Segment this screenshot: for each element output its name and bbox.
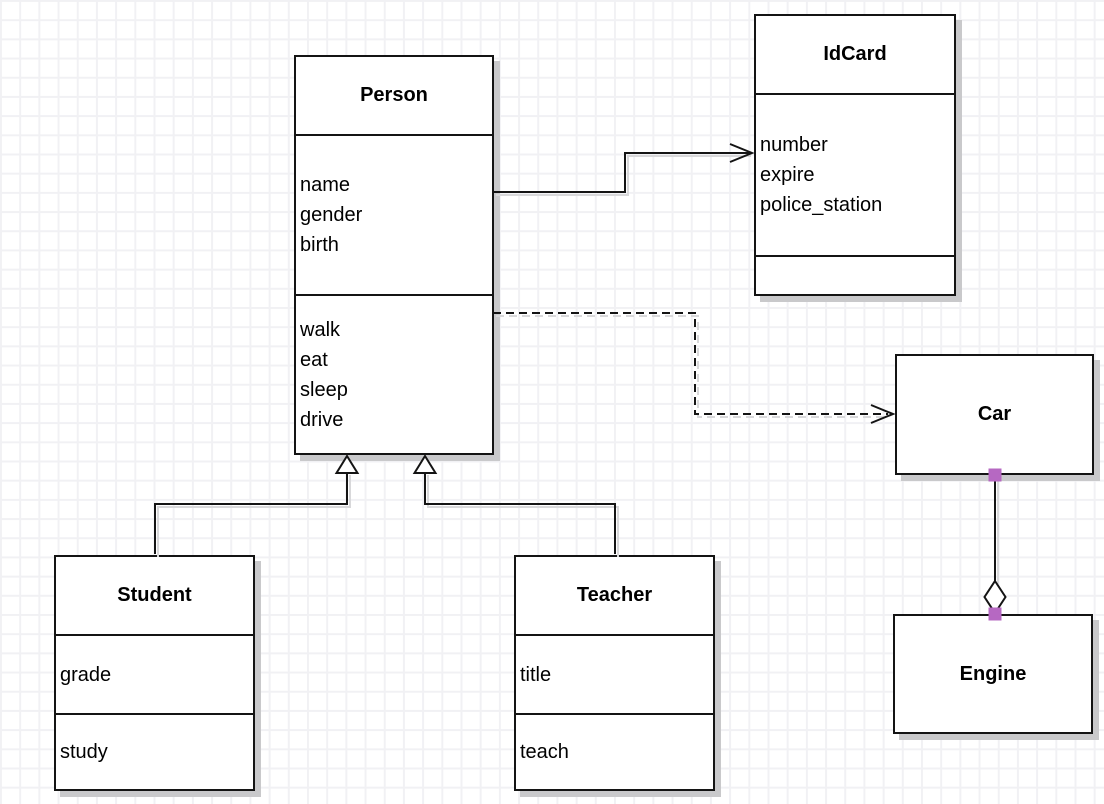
- hollow-diamond: [983, 579, 1007, 615]
- attributes-section: name gender birth: [296, 134, 492, 294]
- aggregation-car-engine[interactable]: [983, 468, 1007, 621]
- attribute-name: grade: [60, 663, 112, 686]
- open-arrowhead: [729, 143, 755, 163]
- methods-section: study: [56, 713, 253, 789]
- class-box-car[interactable]: Car: [895, 354, 1094, 475]
- method-name: teach: [520, 741, 569, 763]
- class-title: Engine: [959, 662, 1027, 685]
- attribute-name: police_station: [760, 194, 883, 216]
- method-name: eat: [300, 348, 328, 371]
- generalization-student-person[interactable]: [154, 454, 360, 554]
- hollow-triangle-arrowhead: [412, 454, 438, 474]
- class-title: IdCard: [823, 43, 887, 65]
- class-title: Car: [977, 403, 1012, 425]
- attribute-name: expire: [760, 164, 815, 186]
- class-box-engine[interactable]: Engine: [893, 614, 1093, 734]
- association-person-idcard[interactable]: [493, 143, 755, 193]
- class-title: Person: [360, 84, 428, 106]
- open-arrowhead: [870, 404, 896, 424]
- method-name: drive: [300, 408, 344, 431]
- class-box-idcard[interactable]: IdCard number expire police_station: [754, 14, 956, 296]
- methods-section: walk eat sleep drive: [296, 294, 492, 453]
- attribute-name: number: [760, 134, 828, 156]
- method-name: sleep: [300, 378, 348, 401]
- class-box-person[interactable]: Person name gender birth walk eat sleep …: [294, 55, 494, 455]
- attribute-name: birth: [300, 234, 339, 256]
- dependency-person-car[interactable]: [493, 312, 896, 424]
- attribute-name: name: [300, 174, 351, 196]
- attributes-section: title: [516, 634, 713, 713]
- method-name: walk: [300, 318, 341, 341]
- attribute-name: gender: [300, 204, 363, 226]
- attribute-name: title: [520, 663, 552, 686]
- methods-section: teach: [516, 713, 713, 789]
- class-box-teacher[interactable]: Teacher title teach: [514, 555, 715, 791]
- generalization-teacher-person[interactable]: [412, 454, 616, 554]
- attributes-section: grade: [56, 634, 253, 713]
- method-name: study: [60, 741, 108, 763]
- methods-section-empty: [756, 255, 954, 294]
- class-title: Student: [117, 584, 192, 606]
- attributes-section: number expire police_station: [756, 93, 954, 255]
- hollow-triangle-arrowhead: [334, 454, 360, 474]
- class-box-student[interactable]: Student grade study: [54, 555, 255, 791]
- class-title: Teacher: [576, 584, 653, 606]
